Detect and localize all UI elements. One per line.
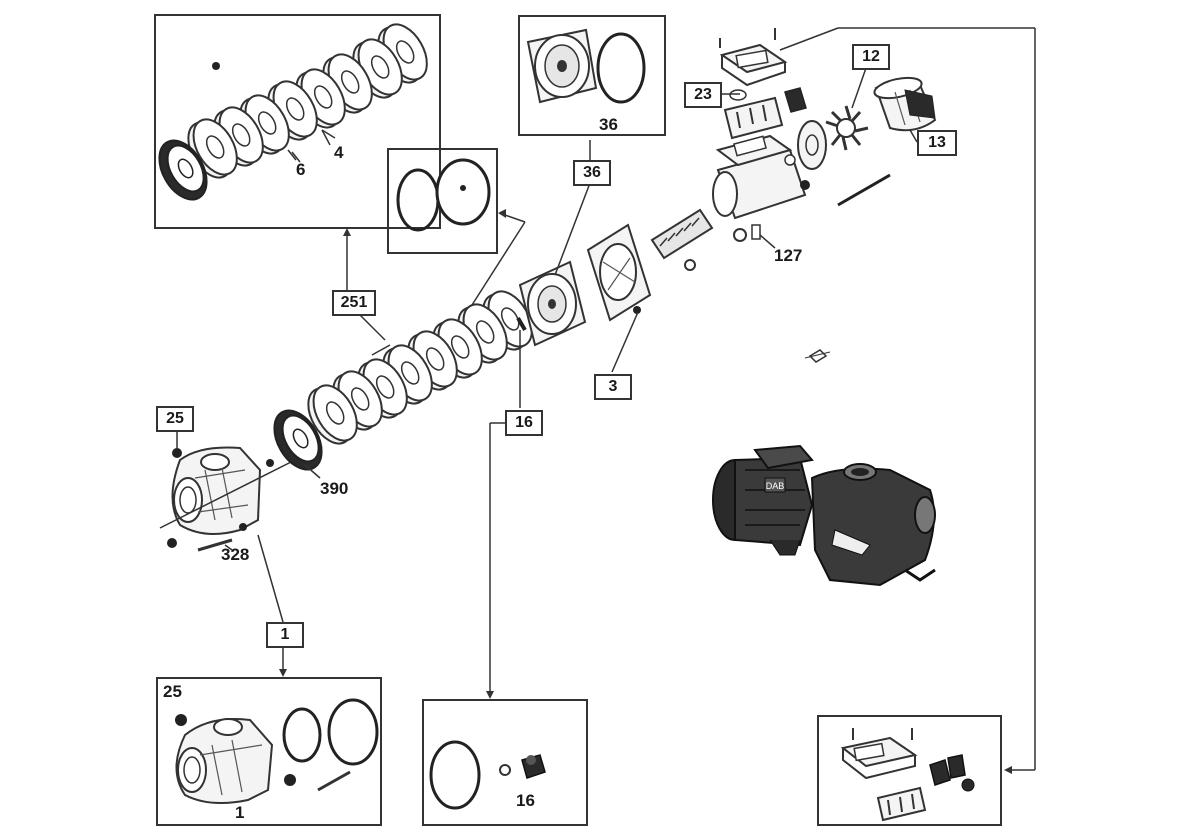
pump-photo: DAB xyxy=(712,444,936,587)
label-part-16-box: 16 xyxy=(505,410,543,436)
label-part-23-box: 23 xyxy=(684,82,722,108)
label-part-328: 328 xyxy=(221,545,250,564)
diaphragm-detail-box xyxy=(518,15,666,136)
plug-detail xyxy=(429,740,546,810)
label-part-6: 6 xyxy=(296,160,306,179)
stage-detail-box xyxy=(154,14,441,229)
label-part-12-box: 12 xyxy=(852,44,890,70)
oring-detail-box xyxy=(387,148,498,254)
plug-detail-box xyxy=(422,699,588,826)
label-part-3-box: 3 xyxy=(594,374,632,400)
label-part-13-box: 13 xyxy=(917,130,957,156)
label-part-25-box: 25 xyxy=(156,406,194,432)
label-part-1-detail: 1 xyxy=(235,803,245,822)
label-part-25-detail: 25 xyxy=(163,682,182,701)
terminal-detail xyxy=(840,728,975,822)
brand-logo: DAB xyxy=(766,481,785,491)
main-assembly xyxy=(159,28,937,552)
label-part-16-detail: 16 xyxy=(516,791,535,810)
label-part-1-box: 1 xyxy=(266,622,304,648)
stage-stack-detail xyxy=(148,16,437,209)
label-part-4: 4 xyxy=(334,143,344,162)
terminal-detail-box xyxy=(817,715,1002,826)
label-part-390: 390 xyxy=(320,479,349,498)
label-part-127: 127 xyxy=(774,246,803,265)
body-detail-box xyxy=(156,677,382,826)
label-part-36-box: 36 xyxy=(573,160,611,186)
label-part-36-detail: 36 xyxy=(599,115,618,134)
oring-detail xyxy=(396,158,491,232)
leader-lines xyxy=(176,27,1036,774)
body-detail xyxy=(175,698,379,804)
label-part-251-box: 251 xyxy=(332,290,376,316)
fan-icon xyxy=(825,105,869,151)
diaphragm-detail xyxy=(526,28,646,104)
